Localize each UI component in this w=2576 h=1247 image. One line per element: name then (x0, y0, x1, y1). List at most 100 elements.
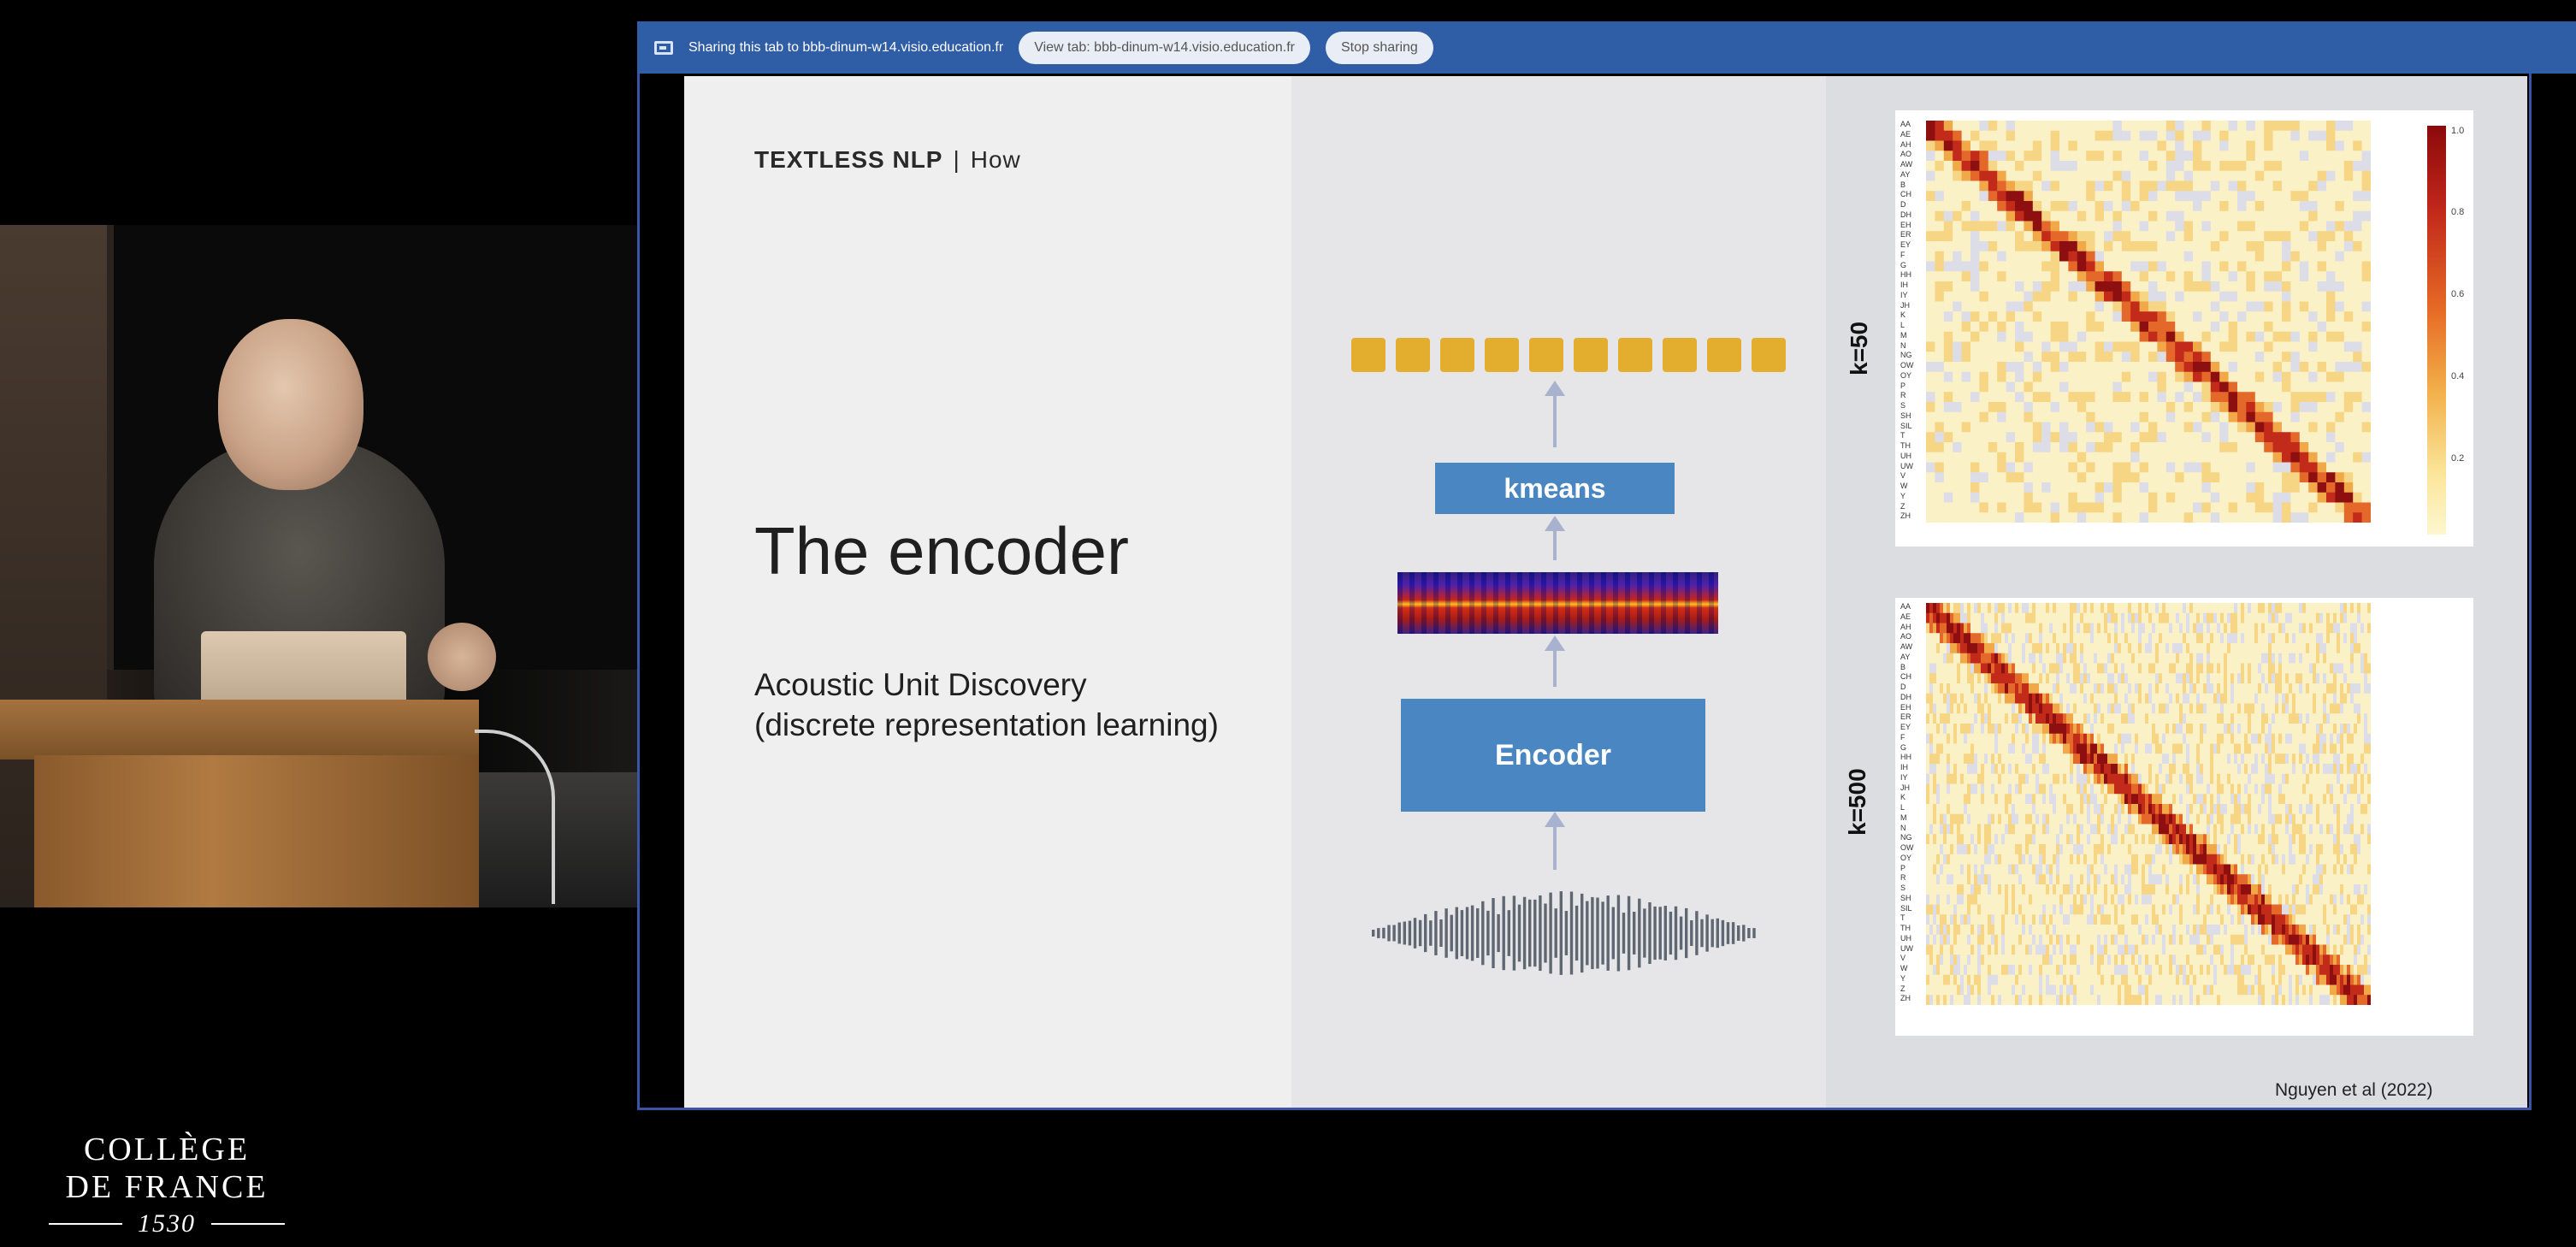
heatmap-cell (2094, 794, 2098, 805)
heatmap-cell (2350, 643, 2354, 654)
heatmap-cell (2139, 422, 2149, 433)
heatmap-cell (2035, 733, 2040, 745)
heatmap-cell (2077, 281, 2087, 293)
heatmap-cell (1970, 121, 1980, 132)
heatmap-cell (2196, 733, 2201, 745)
heatmap-cell (2112, 392, 2123, 403)
heatmap-cell (2148, 221, 2158, 232)
heatmap-cell (2282, 241, 2291, 252)
heatmap-cell (2157, 210, 2167, 222)
heatmap-cell (2050, 472, 2060, 483)
view-tab-button[interactable]: View tab: bbb-dinum-w14.visio.education.… (1019, 31, 1310, 64)
heatmap-cell (2005, 764, 2009, 775)
heatmap-cell (2165, 643, 2170, 654)
heatmap-cell (2165, 653, 2170, 665)
sharing-status-text: Sharing this tab to bbb-dinum-w14.visio.… (688, 39, 1004, 55)
heatmap-cell (2152, 754, 2156, 765)
heatmap-cell (2353, 512, 2363, 523)
heatmap-cell (1997, 261, 2007, 272)
heatmap-cell (2193, 392, 2202, 403)
heatmap-cell (2165, 783, 2170, 795)
heatmap-cell (2254, 341, 2265, 352)
heatmap-cell (2041, 362, 2052, 373)
heatmap-cell (2015, 512, 2024, 523)
heatmap-cell (2121, 442, 2131, 453)
heatmap-cell (2258, 633, 2262, 644)
heatmap-cell (1926, 271, 1935, 282)
heatmap-cell (2039, 693, 2043, 705)
heatmap-cell (2335, 331, 2345, 343)
heatmap-cell (2059, 633, 2064, 644)
heatmap-cell (2039, 773, 2043, 785)
heatmap-cell (2186, 783, 2190, 795)
stop-sharing-button[interactable]: Stop sharing (1325, 31, 1433, 64)
heatmap-cell (2094, 151, 2105, 162)
heatmap-cell (1988, 121, 1998, 132)
heatmap-cell (1947, 764, 1951, 775)
heatmap-cell (1940, 794, 1944, 805)
heatmap-cell (2094, 693, 2098, 705)
colorbar-tick: 1.0 (2451, 126, 2465, 136)
heatmap-cell (2299, 673, 2303, 684)
phoneme-label: L (1900, 321, 1905, 329)
heatmap-cell (2063, 713, 2067, 724)
heatmap-cell (2104, 733, 2108, 745)
heatmap-cell (2025, 603, 2029, 614)
heatmap-cell (2313, 724, 2317, 735)
heatmap-cell (2018, 603, 2023, 614)
heatmap-cell (2005, 683, 2009, 694)
heatmap-cell (2097, 643, 2101, 654)
heatmap-cell (2210, 713, 2214, 724)
heatmap-cell (2237, 482, 2247, 493)
heatmap-cell (2157, 191, 2167, 202)
heatmap-cell (1953, 653, 1958, 665)
heatmap-cell (2001, 794, 2006, 805)
heatmap-cell (2046, 773, 2050, 785)
heatmap-cell (2350, 603, 2354, 614)
heatmap-cell (2006, 221, 2016, 232)
heatmap-cell (1984, 703, 1988, 714)
heatmap-cell (2258, 743, 2262, 754)
heatmap-cell (2201, 442, 2212, 453)
heatmap-cell (2015, 754, 2019, 765)
heatmap-cell (2114, 783, 2118, 795)
heatmap-cell (2094, 130, 2105, 142)
token-square (1529, 338, 1563, 372)
heatmap-cell (2112, 442, 2123, 453)
heatmap-cell (2353, 482, 2363, 493)
heatmap-cell (2100, 633, 2105, 644)
heatmap-cell (1970, 703, 1975, 714)
heatmap-cell (2309, 612, 2313, 624)
heatmap-cell (2343, 161, 2354, 172)
heatmap-cell (2042, 623, 2047, 634)
heatmap-cell (2316, 683, 2320, 694)
heatmap-cell (1998, 743, 2002, 754)
heatmap-cell (2005, 703, 2009, 714)
heatmap-cell (1984, 612, 1988, 624)
heatmap-cell (2230, 724, 2235, 735)
heatmap-cell (2254, 724, 2259, 735)
heatmap-cell (2159, 612, 2163, 624)
heatmap-cell (2059, 623, 2064, 634)
heatmap-cell (2282, 301, 2291, 312)
heatmap-cell (1943, 724, 1947, 735)
heatmap-cell (2183, 331, 2194, 343)
heatmap-cell (2148, 231, 2158, 242)
heatmap-cell (2112, 151, 2123, 162)
wave-bar (1721, 919, 1725, 947)
heatmap-cell (1997, 191, 2007, 202)
heatmap-cell (2309, 643, 2313, 654)
phoneme-label: SH (1900, 411, 1911, 420)
heatmap-cell (2050, 362, 2060, 373)
heatmap-cell (2193, 140, 2202, 151)
heatmap-cell (2139, 281, 2149, 293)
heatmap-cell (2179, 653, 2183, 665)
heatmap-cell (2124, 612, 2129, 624)
phoneme-label: W (1900, 964, 1908, 972)
heatmap-cell (1929, 754, 1934, 765)
heatmap-cell (1988, 713, 1992, 724)
heatmap-cell (2131, 612, 2136, 624)
heatmap-cell (2230, 683, 2235, 694)
heatmap-cell (2201, 241, 2212, 252)
heatmap-cell (2121, 241, 2131, 252)
